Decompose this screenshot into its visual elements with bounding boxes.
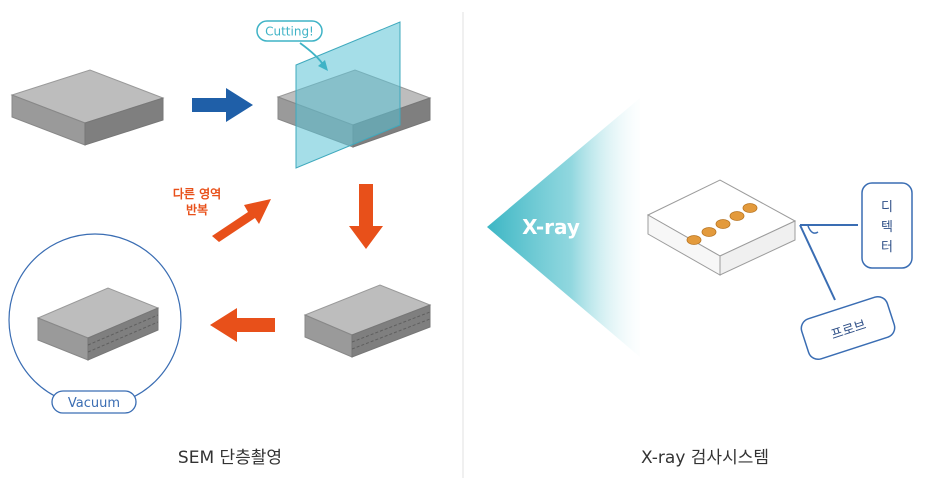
orange-arrow-left: [210, 308, 275, 342]
repeat-label-line2: 반복: [186, 202, 208, 217]
detector-char-1: 디: [881, 200, 893, 215]
vacuum-label-text: Vacuum: [68, 396, 120, 411]
probe-box: 프로브: [800, 295, 896, 361]
vacuum-label: Vacuum: [51, 390, 137, 414]
xray-beam-label: X-ray: [522, 215, 580, 239]
angle-mark: [807, 225, 819, 234]
sample-block: [10, 69, 165, 146]
orange-arrow-down: [349, 184, 383, 249]
cutting-label-text: Cutting!: [265, 25, 314, 39]
cutting-pointer-head: [318, 60, 328, 71]
sample-block-layered: [303, 284, 432, 358]
detector-char-2: 텍: [881, 220, 893, 235]
sample-block-vacuum: [36, 287, 160, 361]
xray-beam: [487, 98, 640, 357]
sem-caption: SEM 단층촬영: [177, 448, 283, 468]
cutting-plane: [295, 21, 401, 169]
probe-link: [799, 224, 836, 301]
cutting-label: Cutting!: [256, 20, 323, 42]
xray-caption: X-ray 검사시스템: [640, 448, 769, 468]
blue-arrow-right: [192, 88, 253, 122]
solder-bumps: [686, 203, 758, 245]
glass-substrate: [646, 179, 797, 276]
detector-box: 디 텍 터: [861, 182, 913, 269]
orange-arrow-up-right: [212, 199, 271, 242]
detector-char-3: 터: [881, 240, 893, 255]
repeat-label-line1: 다른 영역: [173, 186, 221, 201]
